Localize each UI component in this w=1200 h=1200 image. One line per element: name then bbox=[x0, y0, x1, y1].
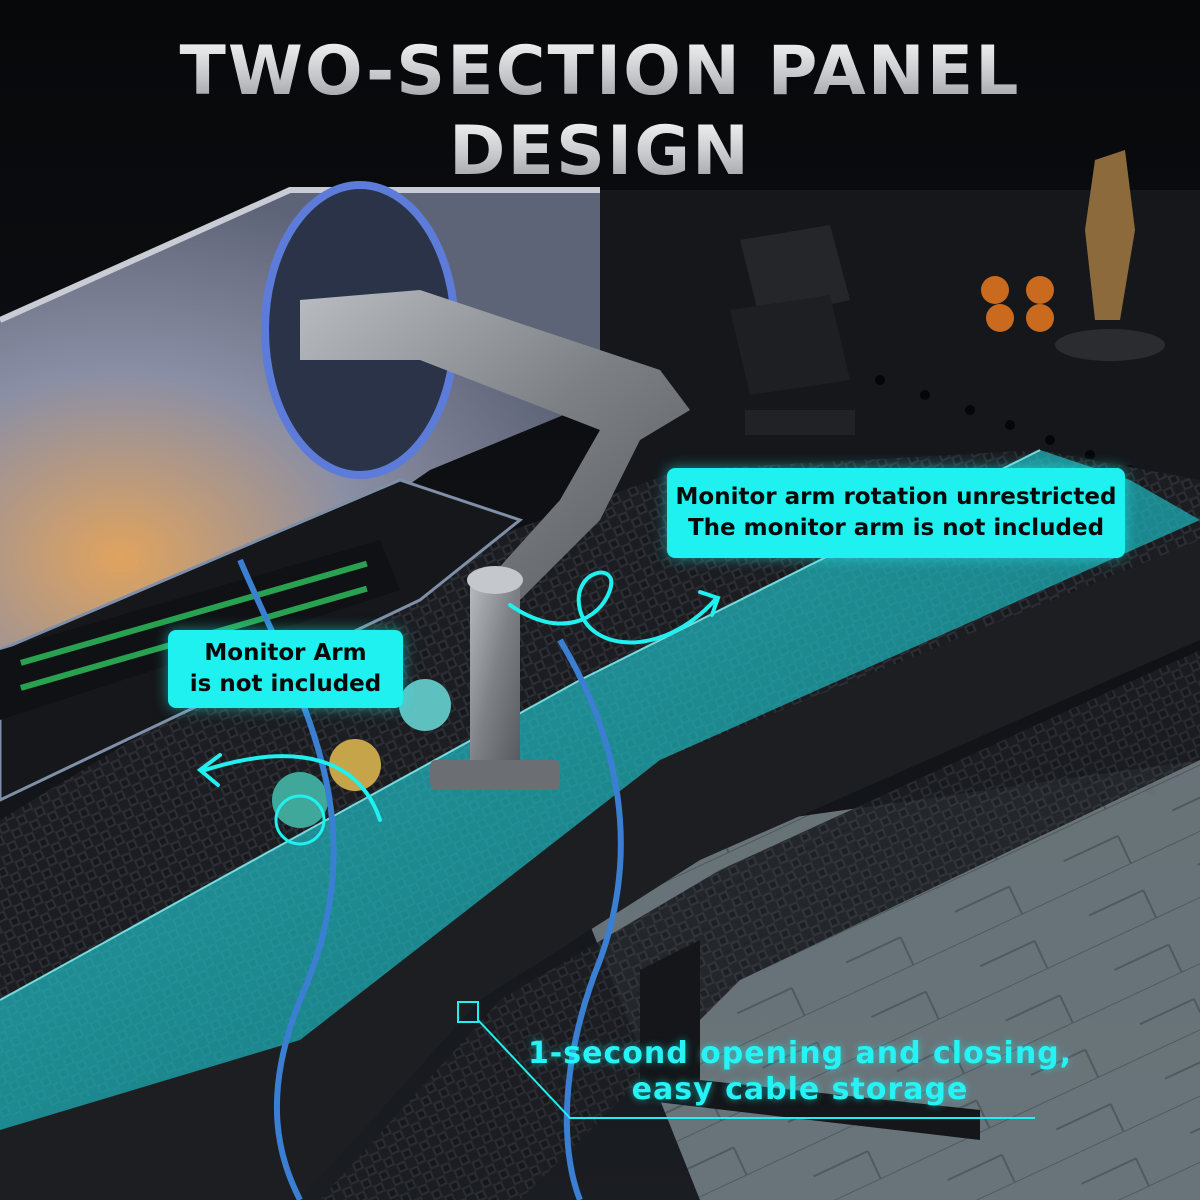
rotation-callout-line-1: Monitor arm rotation unrestricted bbox=[675, 484, 1117, 510]
headline-line-2: DESIGN bbox=[0, 118, 1200, 186]
cable-storage-line-2: easy cable storage bbox=[631, 1072, 969, 1107]
rotation-callout-line-2: The monitor arm is not included bbox=[687, 515, 1105, 541]
headline-line-1: TWO-SECTION PANEL bbox=[0, 38, 1200, 106]
cable-storage-line-1: 1-second opening and closing, bbox=[527, 1036, 1073, 1071]
rotation-callout: Monitor arm rotation unrestricted The mo… bbox=[667, 468, 1125, 558]
monitor-arm-callout-line-2: is not included bbox=[189, 671, 382, 697]
monitor-arm-callout-line-1: Monitor Arm bbox=[204, 640, 367, 666]
left-arrow-icon bbox=[203, 754, 382, 822]
rotation-arrow-icon bbox=[508, 570, 717, 645]
monitor-arm-callout: Monitor Arm is not included bbox=[168, 630, 403, 708]
